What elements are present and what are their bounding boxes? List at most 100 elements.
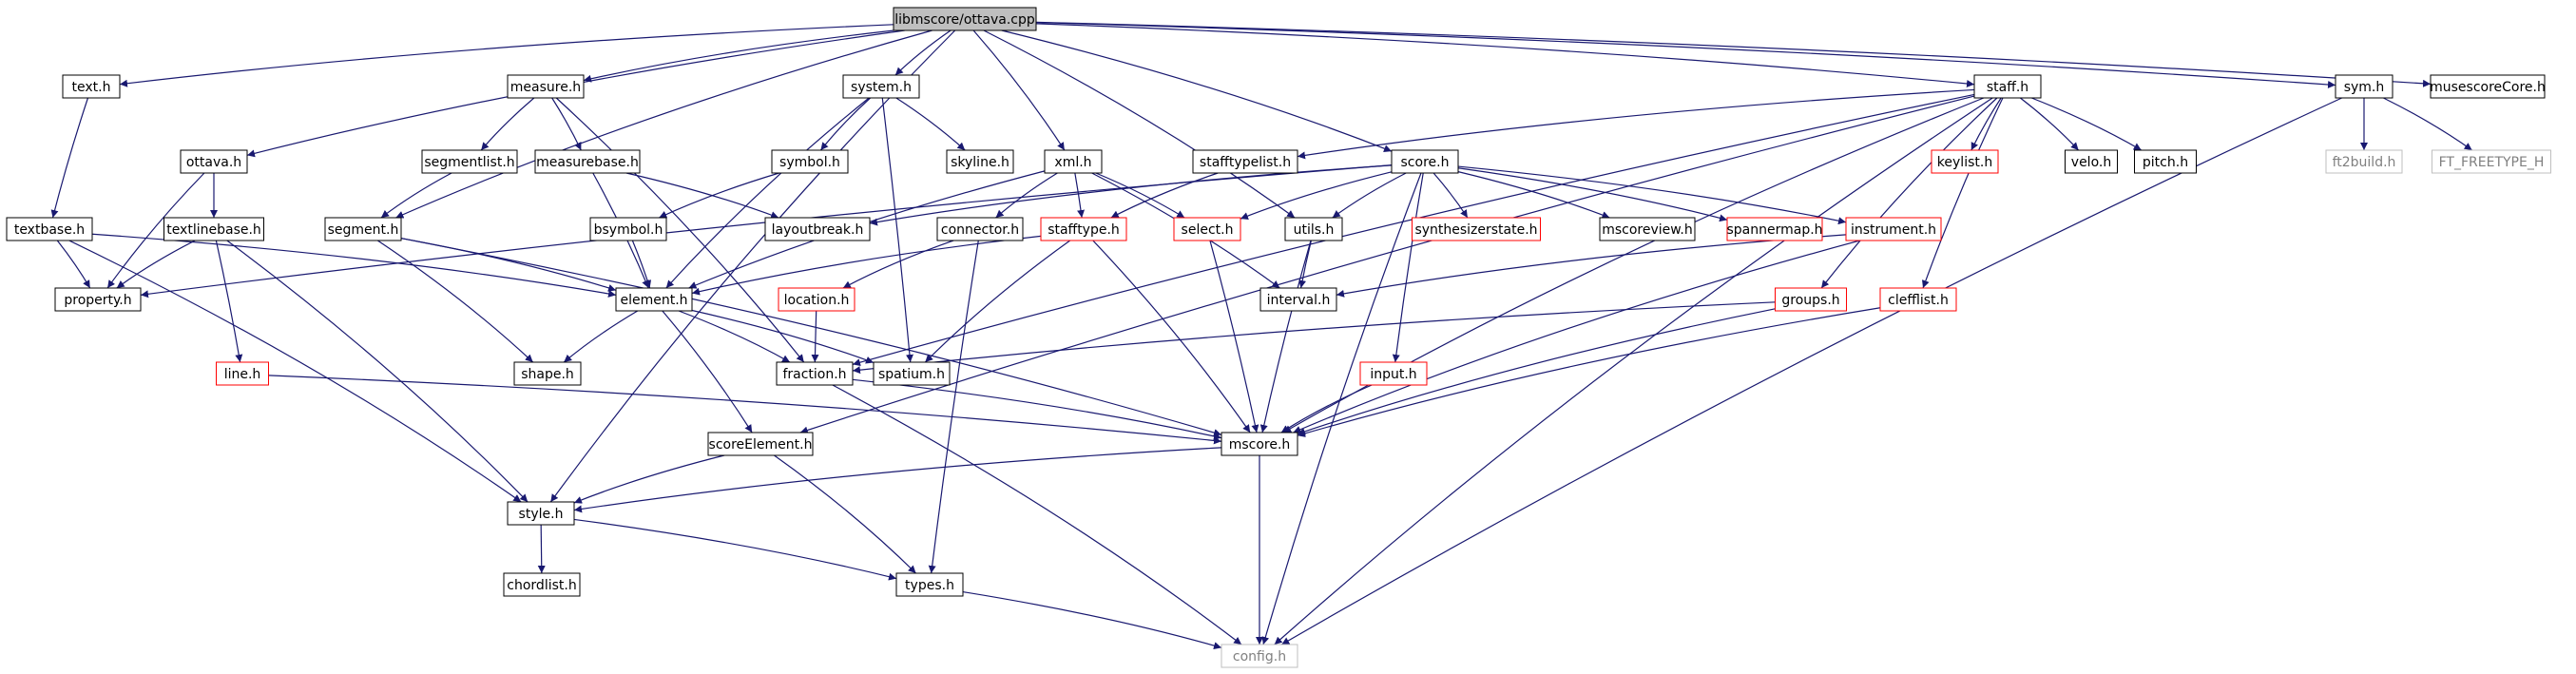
edge-system-to-skyline [895,97,966,151]
node-textlinebase-label: textlinebase.h [166,222,261,238]
node-groups[interactable]: groups.h [1775,287,1847,312]
node-velo[interactable]: velo.h [2065,149,2118,174]
node-types-box [895,572,964,597]
node-sym[interactable]: sym.h [2335,74,2393,99]
node-layoutbreak[interactable]: layoutbreak.h [764,217,871,241]
edge-staff-to-scoreElement [799,95,1975,434]
node-shape[interactable]: shape.h [513,361,582,386]
node-input[interactable]: input.h [1359,361,1428,386]
node-scoreElement-label: scoreElement.h [709,437,813,453]
node-ft2build[interactable]: ft2build.h [2325,149,2403,174]
node-types[interactable]: types.h [895,572,964,597]
node-sym-label: sym.h [2344,80,2385,95]
node-system[interactable]: system.h [842,74,920,99]
node-segment-label: segment.h [328,222,399,238]
node-interval[interactable]: interval.h [1259,287,1337,312]
node-mscore[interactable]: mscore.h [1221,432,1298,456]
node-connector[interactable]: connector.h [936,217,1024,241]
node-config-box [1221,644,1298,668]
node-types-label: types.h [905,578,954,593]
edge-element-to-spatium [691,309,875,364]
node-measurebase-label: measurebase.h [536,155,639,170]
node-spannermap-box [1726,217,1823,241]
node-location[interactable]: location.h [778,287,855,312]
node-bsymbol-label: bsymbol.h [594,222,663,238]
node-measurebase[interactable]: measurebase.h [534,149,641,174]
node-xml[interactable]: xml.h [1044,149,1103,174]
node-config[interactable]: config.h [1221,644,1298,668]
edge-sym-to-ftfreetype [2383,97,2472,151]
node-element[interactable]: element.h [615,287,693,312]
node-ottava[interactable]: ottava.h [180,149,248,174]
node-skyline[interactable]: skyline.h [946,149,1014,174]
node-segment-box [324,217,402,241]
edge-segment-to-mscore [400,237,1222,436]
node-element-box [615,287,693,312]
node-style-label: style.h [519,507,564,522]
edge-select-to-mscore [1209,240,1259,433]
node-bsymbol[interactable]: bsymbol.h [589,217,667,241]
node-scoreElement[interactable]: scoreElement.h [707,432,814,456]
node-fraction-label: fraction.h [782,367,846,382]
node-stafftypelist[interactable]: stafftypelist.h [1192,149,1298,174]
edge-score-to-mscoreview [1457,171,1610,219]
node-xml-box [1044,149,1103,174]
node-symbol[interactable]: symbol.h [771,149,849,174]
node-ftfreetype-label: FT_FREETYPE_H [2439,155,2545,170]
node-connector-box [936,217,1024,241]
node-spannermap[interactable]: spannermap.h [1726,217,1823,241]
edge-score-to-utils [1332,172,1407,219]
node-layoutbreak-label: layoutbreak.h [772,222,864,238]
node-line[interactable]: line.h [216,361,269,386]
node-textlinebase[interactable]: textlinebase.h [163,217,264,241]
node-root[interactable]: libmscore/ottava.cpp [893,7,1037,31]
node-chordlist[interactable]: chordlist.h [503,572,581,597]
node-line-label: line.h [224,367,261,382]
node-ftfreetype[interactable]: FT_FREETYPE_H [2432,149,2551,174]
edge-scoreElement-to-types [774,454,916,574]
node-style[interactable]: style.h [507,501,575,526]
node-synthesizerstate[interactable]: synthesizerstate.h [1412,217,1541,241]
node-instrument[interactable]: instrument.h [1845,217,1942,241]
node-fraction[interactable]: fraction.h [776,361,854,386]
node-measure[interactable]: measure.h [507,74,585,99]
node-pitch-label: pitch.h [2143,155,2188,170]
node-text-label: text.h [72,80,111,95]
node-textbase[interactable]: textbase.h [6,217,93,241]
edge-fraction-to-config [832,384,1242,645]
edge-xml-to-select [1095,172,1185,219]
edge-element-to-scoreElement [662,310,753,433]
node-musescoreCore[interactable]: musescoreCore.h [2430,74,2546,99]
node-mscoreview[interactable]: mscoreview.h [1599,217,1696,241]
node-stafftype-label: stafftype.h [1048,222,1120,238]
node-symbol-label: symbol.h [779,155,840,170]
node-mscoreview-label: mscoreview.h [1602,222,1693,238]
node-clefflist[interactable]: clefflist.h [1879,287,1957,312]
node-segmentlist[interactable]: segmentlist.h [421,149,518,174]
node-segment[interactable]: segment.h [324,217,402,241]
node-chordlist-label: chordlist.h [507,578,576,593]
node-pitch[interactable]: pitch.h [2134,149,2197,174]
edge-score-to-spannermap [1457,167,1728,222]
edge-root-to-system [894,29,952,76]
edge-location-to-fraction [811,310,819,363]
node-utils[interactable]: utils.h [1284,217,1343,241]
node-select[interactable]: select.h [1173,217,1241,241]
node-score[interactable]: score.h [1391,149,1459,174]
node-stafftype[interactable]: stafftype.h [1040,217,1127,241]
node-ottava-label: ottava.h [186,155,241,170]
header-nodes: libmscore/ottava.cpp text.h measure.h syste… [6,7,2551,668]
edge-measure-to-measurebase [551,97,582,151]
node-staff[interactable]: staff.h [1973,74,2042,99]
node-ft2build-box [2325,149,2403,174]
node-mscore-box [1221,432,1298,456]
edge-score-to-property [140,164,1393,298]
edge-staff-to-clefflist [1922,97,2004,289]
node-line-box [216,361,269,386]
node-keylist[interactable]: keylist.h [1931,149,1999,174]
edge-staff-to-stafftypelist [1297,88,1975,160]
node-spatium[interactable]: spatium.h [873,361,951,386]
node-text[interactable]: text.h [62,74,121,99]
node-synthesizerstate-label: synthesizerstate.h [1414,222,1537,238]
node-property[interactable]: property.h [54,287,142,312]
